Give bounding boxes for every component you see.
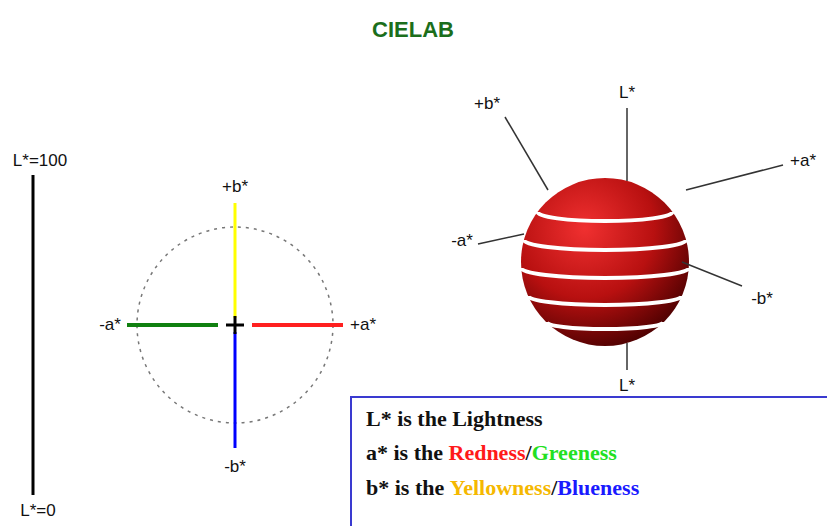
lightness-scale <box>32 175 35 495</box>
green-axis <box>127 323 218 327</box>
red-axis <box>252 323 343 327</box>
legend-box: L* is the Lightnessa* is theRedness/Gree… <box>350 396 827 526</box>
legend-text: Greeness <box>532 440 617 465</box>
color-sphere <box>521 178 689 346</box>
legend-text: a* is the <box>366 440 443 465</box>
axis-label: -b* <box>224 458 246 475</box>
axis-label: L* <box>619 84 635 101</box>
legend-text: / <box>551 475 557 500</box>
axis-label: +a* <box>790 152 816 169</box>
blue-axis <box>234 332 237 448</box>
legend-text: Blueness <box>557 475 639 500</box>
axis-label: -a* <box>451 232 473 249</box>
legend-text: Redness <box>449 440 526 465</box>
legend-text: Yellowness <box>450 475 551 500</box>
axis-label: +a* <box>350 316 376 333</box>
sphere-bands <box>521 212 689 329</box>
axis-label: -a* <box>99 316 121 333</box>
text-line: a* is theRedness/Greeness <box>366 440 813 466</box>
axis-label: +b* <box>474 95 500 112</box>
axis-leaders <box>478 108 783 370</box>
legend-text: b* is the <box>366 475 444 500</box>
axis-label: -b* <box>751 290 773 307</box>
diagram-title: CIELAB <box>372 19 454 41</box>
axis-label: L*=0 <box>20 502 55 519</box>
yellow-axis <box>234 203 237 318</box>
axis-label: L*=100 <box>13 152 67 169</box>
axis-label: +b* <box>222 178 248 195</box>
legend-text: / <box>526 440 532 465</box>
legend-text: L* is the Lightness <box>366 406 543 431</box>
axis-label: L* <box>619 377 635 394</box>
text-line: b* is theYellowness/Blueness <box>366 475 813 501</box>
origin-cross <box>234 316 237 334</box>
text-line: L* is the Lightness <box>366 406 813 432</box>
